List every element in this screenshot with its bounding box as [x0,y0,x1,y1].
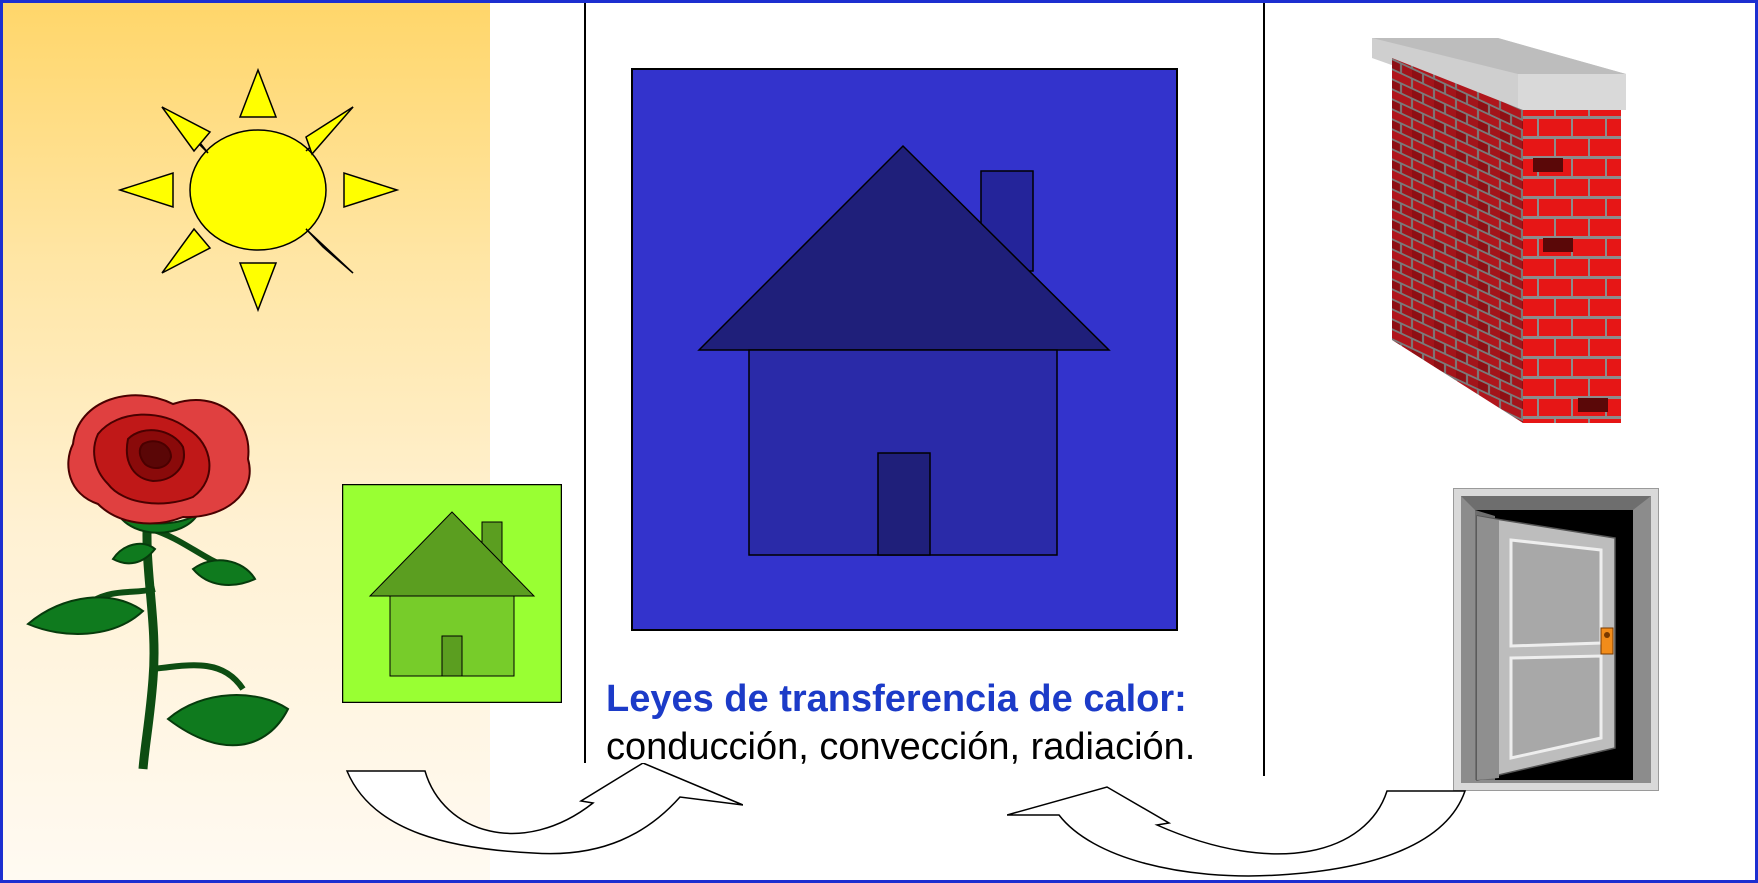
caption: Leyes de transferencia de calor: conducc… [606,675,1266,771]
divider-left [584,3,586,763]
small-house-icon [342,484,562,703]
rose-icon [26,394,290,770]
divider-right [1263,3,1265,776]
sun-icon [117,67,400,313]
large-house-icon [631,68,1178,631]
curved-arrow-right-icon [1007,786,1467,877]
caption-subtitle: conducción, convección, radiación. [606,726,1196,768]
caption-title: Leyes de transferencia de calor: [606,678,1187,720]
open-door-icon [1453,488,1659,791]
curved-arrow-left-icon [345,763,743,855]
brick-wall-icon [1372,38,1626,423]
